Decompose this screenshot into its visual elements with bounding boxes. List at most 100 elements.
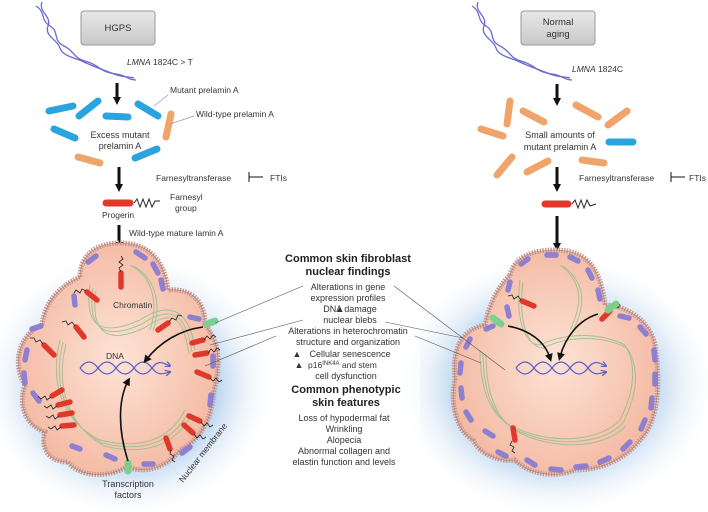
wildtype-prelamin-capsule: [604, 107, 631, 129]
tf-label-1: Transcription: [102, 479, 154, 489]
up-arrow-icon: ▲: [336, 304, 345, 314]
lamin-capsule: [463, 409, 474, 423]
lamin-capsule: [187, 314, 202, 322]
wildtype-prelamin-capsule: [74, 153, 104, 167]
normal-aging-box: Normal aging: [520, 10, 596, 46]
normal-chromatin-strands: [479, 264, 636, 446]
finding-item: Alterations in heterochromatin: [288, 326, 408, 336]
hgps-box-label: HGPS: [105, 23, 132, 34]
lamin-capsule: [482, 428, 496, 439]
hgps-nucleus: DNA Chromatin Transcription factors Nucl…: [15, 240, 229, 500]
finding-item: cell dysfunction: [315, 371, 377, 381]
wildtype-prelamin-capsule: [477, 125, 507, 140]
transcription-factor-capsule: [604, 300, 620, 314]
hgps-prelamin-pool: [45, 97, 175, 167]
feature-item: Wrinkling: [326, 424, 363, 434]
lamin-capsule: [524, 457, 538, 468]
dna-label: DNA: [106, 351, 124, 361]
normal-nucleus: [450, 247, 661, 477]
lamin-capsule: [573, 463, 589, 470]
lamin-capsule: [69, 443, 83, 452]
center-findings-panel: Common skin fibroblast nuclear findings …: [285, 253, 411, 467]
lamin-capsule: [22, 347, 30, 363]
farnesyl-label-2: group: [175, 203, 197, 213]
hgps-dna-helix-icon: [35, 1, 137, 81]
progerin-capsule: [181, 422, 196, 436]
tf-arrow-to-dna: [507, 325, 553, 362]
normal-box-label-2: aging: [546, 29, 569, 40]
findings-connector-lines: [204, 285, 506, 371]
normal-prelamin-pool: [477, 97, 637, 179]
hgps-lamin-capsules: [21, 249, 216, 467]
hgps-farnesyltransferase-label: Farnesyltransferase: [156, 173, 231, 183]
tf-arrow-to-dna: [119, 377, 130, 462]
lamin-capsule: [30, 390, 42, 404]
finding-item: nuclear blebs: [323, 315, 377, 325]
wildtype-prelamin-label: Wild-type prelamin A: [196, 109, 274, 119]
lamin-capsule: [585, 267, 595, 281]
up-arrow-icon: ▲: [293, 349, 302, 359]
progerin-capsule: [186, 413, 203, 424]
lamin-capsule: [207, 392, 214, 408]
lamin-capsule: [133, 249, 148, 261]
normal-farnesyl-group-icon: [571, 198, 597, 210]
lamin-capsule: [21, 370, 28, 386]
wildtype-prelamin-capsule: [162, 110, 175, 141]
lamin-capsule: [71, 293, 78, 308]
features-title-2: skin features: [312, 397, 380, 409]
lamin-capsule: [648, 395, 655, 411]
normal-inhibition-icon: [670, 172, 685, 182]
wildtype-prelamin-capsule: [493, 153, 516, 179]
lamin-capsule: [518, 256, 531, 267]
progerin-capsule: [55, 399, 73, 408]
lamin-capsule: [637, 324, 649, 337]
lamin-capsule: [548, 466, 564, 473]
normal-gene-label: LMNA 1824C: [572, 64, 623, 74]
lamin-capsule: [103, 452, 118, 462]
mutant-prelamin-capsule: [102, 112, 132, 121]
hgps-ftis-label: FTIs: [270, 173, 287, 183]
transcription-factor-capsule: [489, 314, 505, 328]
finding-item: Alterations in gene: [311, 282, 386, 292]
mutant-prelamin-leader: [153, 94, 169, 107]
lamin-capsule: [158, 277, 166, 292]
hgps-progerin-capsules: [41, 270, 212, 452]
progerin-capsule: [519, 298, 537, 309]
lamin-capsule: [595, 287, 603, 302]
tf-arrow-to-dna: [143, 326, 204, 364]
finding-item-p16: p16INK4A and stem: [308, 360, 377, 370]
mutant-prelamin-capsule: [45, 102, 77, 115]
normal-dna-helix-icon: [471, 1, 573, 81]
progerin-capsule: [155, 320, 171, 333]
features-title-1: Common phenotypic: [291, 384, 400, 396]
normal-lamin-capsules: [457, 252, 658, 473]
progerin-capsule: [84, 289, 100, 303]
lamin-capsule: [85, 253, 99, 265]
feature-item: elastin function and levels: [292, 457, 396, 467]
progerin-capsule: [510, 425, 518, 443]
lamin-capsule: [179, 444, 193, 456]
farnesyl-label-1: Farnesyl: [170, 192, 203, 202]
normal-nucleus-dna-icon: [515, 362, 606, 374]
tf-label-2: factors: [114, 490, 142, 500]
progerin-capsule: [41, 342, 57, 358]
findings-title-1: Common skin fibroblast: [285, 253, 411, 265]
normal-box-label-1: Normal: [543, 17, 574, 28]
progerin-capsule: [194, 369, 212, 380]
small-amounts-label-1: Small amounts of: [525, 130, 595, 140]
mutant-prelamin-capsule: [134, 100, 162, 120]
feature-item: Abnormal collagen and: [298, 446, 390, 456]
hgps-gene-label: LMNA 1824C > T: [127, 57, 193, 67]
wildtype-prelamin-capsule: [572, 101, 602, 121]
lamin-capsule: [504, 304, 512, 319]
normal-farnesyltransferase-label: Farnesyltransferase: [579, 173, 654, 183]
wildtype-prelamin-leader: [169, 115, 195, 125]
small-amounts-label-2: mutant prelamin A: [524, 142, 597, 152]
excess-mutant-label-1: Excess mutant: [90, 130, 150, 140]
lamin-capsule: [505, 279, 513, 293]
mutant-prelamin-capsule: [131, 145, 161, 162]
chromatin-label: Chromatin: [113, 300, 152, 310]
lamin-capsule: [29, 323, 44, 332]
farnesyl-group-icon: [133, 197, 160, 209]
